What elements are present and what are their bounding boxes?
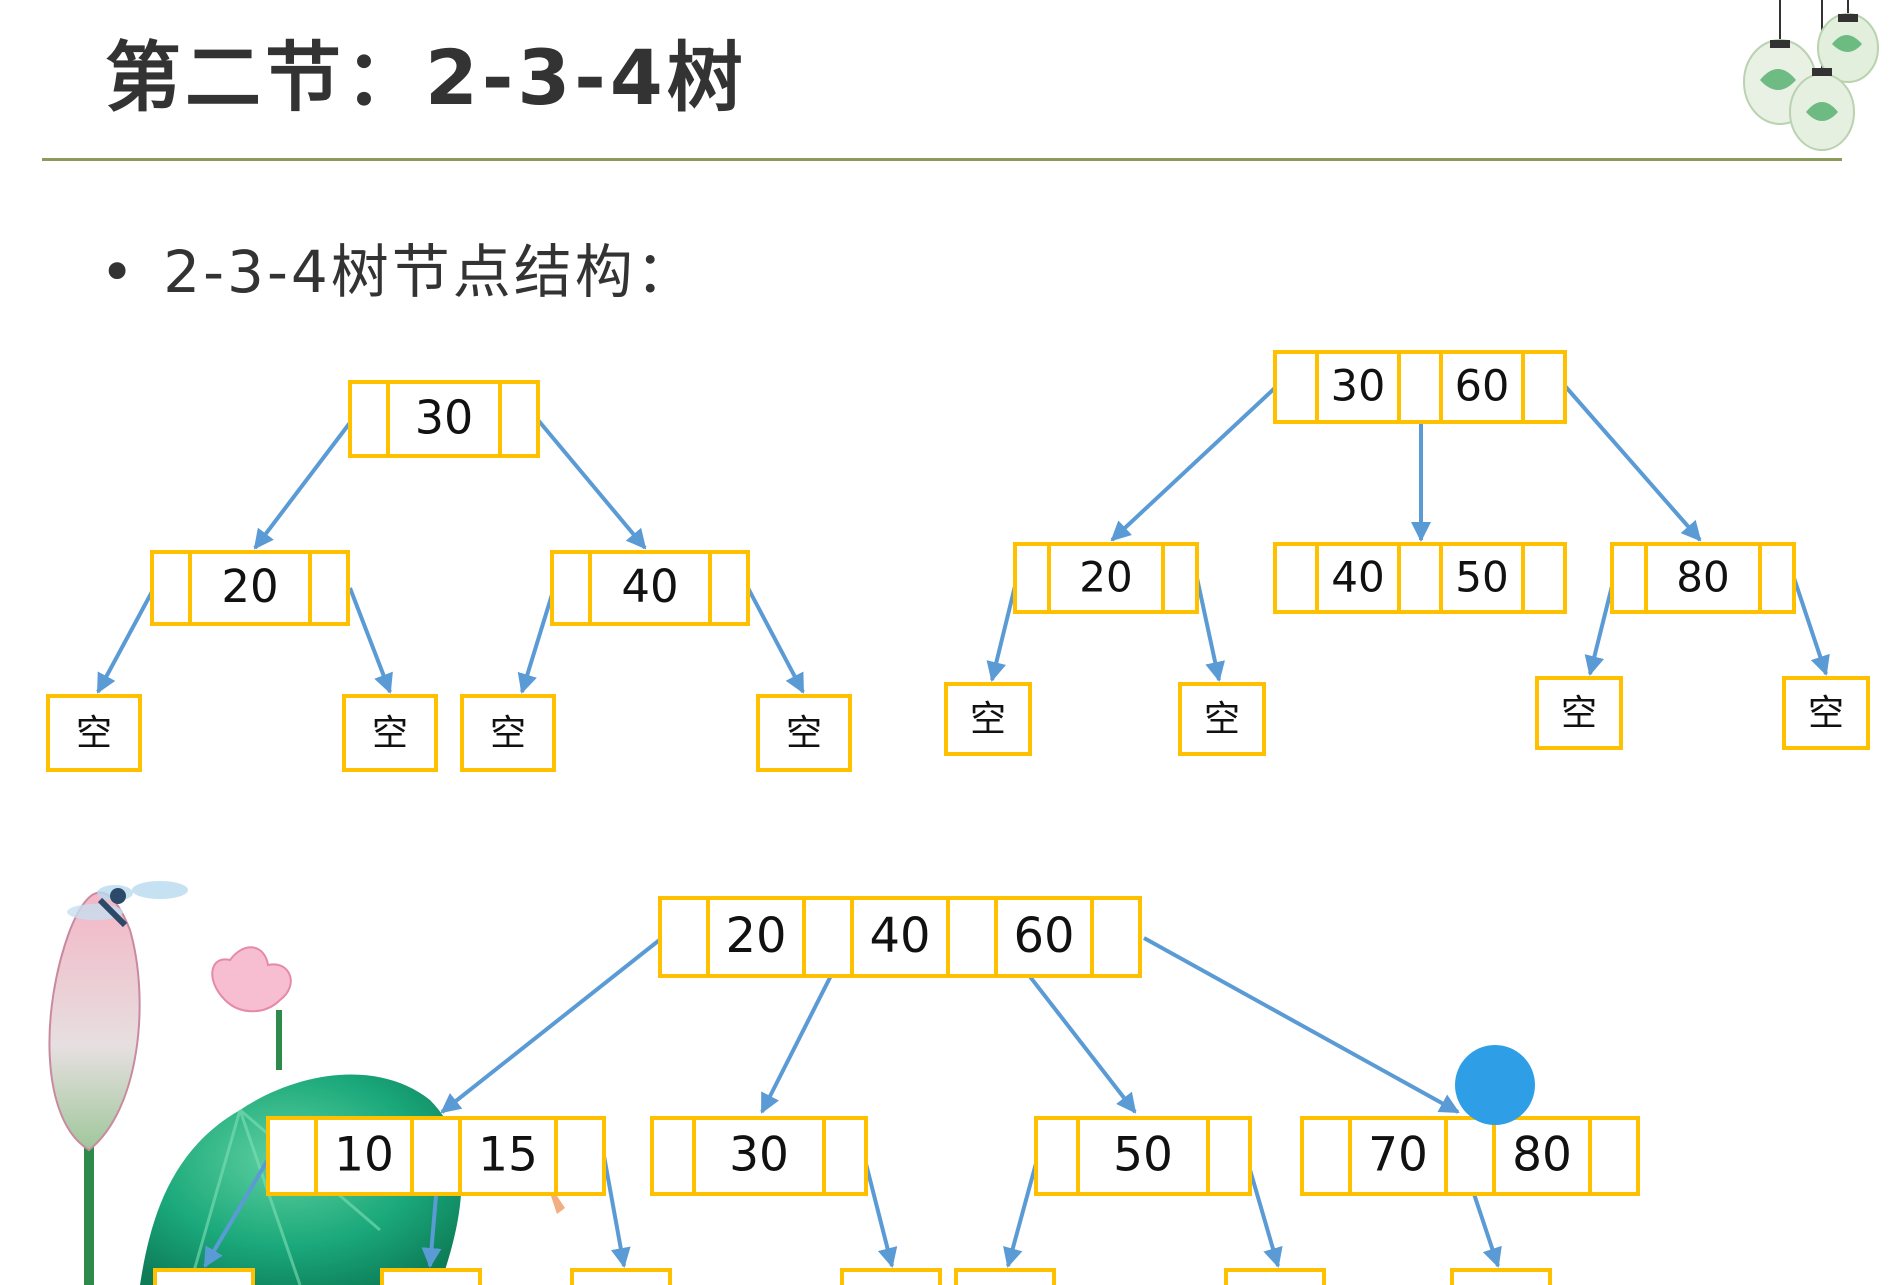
tree-nodes: 30 20 40 空 空 空 空 30 60 20 40 50 80 空 空 空 空 20 40 60 10 15 30 50… xyxy=(46,350,1870,1285)
node-key: 30 xyxy=(729,1128,789,1183)
tree-node: 40 xyxy=(550,550,750,626)
empty-label: 空 xyxy=(1561,693,1597,734)
empty-label: 空 xyxy=(490,713,526,754)
leaf-node-cropped xyxy=(570,1268,672,1285)
empty-label: 空 xyxy=(970,699,1006,740)
edge-arrow xyxy=(1563,384,1702,542)
leaf-node-cropped xyxy=(840,1268,942,1285)
bullet-text: 2-3-4树节点结构： xyxy=(163,238,697,306)
empty-label: 空 xyxy=(76,713,112,754)
edge-arrow xyxy=(986,577,1019,682)
node-key: 20 xyxy=(221,560,278,613)
tree-node: 20 xyxy=(150,550,350,626)
edge-arrow xyxy=(1110,384,1279,542)
edge-arrow xyxy=(440,936,664,1114)
node-key: 20 xyxy=(1079,553,1132,602)
node-key: 30 xyxy=(415,391,474,445)
lotus-icon xyxy=(48,891,462,1285)
node-key: 40 xyxy=(869,908,930,964)
lantern-icon xyxy=(1743,0,1879,151)
tree-node: 80 xyxy=(1610,542,1796,614)
edge-arrow xyxy=(253,418,354,550)
leaf-node-cropped xyxy=(1450,1268,1552,1285)
node-key: 30 xyxy=(1331,362,1386,412)
slide-title: 第二节：2-3-4树 xyxy=(105,33,747,122)
node-key: 15 xyxy=(478,1128,538,1183)
leaf-node-cropped xyxy=(380,1268,482,1285)
tree-node: 50 xyxy=(1034,1116,1252,1196)
blue-dot xyxy=(1455,1045,1535,1125)
node-key: 60 xyxy=(1013,908,1074,964)
empty-leaf: 空 xyxy=(46,694,142,772)
empty-label: 空 xyxy=(1204,699,1240,740)
tree-node: 40 50 xyxy=(1273,542,1567,614)
leaf-node-cropped xyxy=(153,1268,255,1285)
tree-node: 30 60 xyxy=(1273,350,1567,424)
tree-node: 10 15 xyxy=(266,1116,606,1196)
edge-arrow xyxy=(536,418,647,550)
edge-arrow xyxy=(1003,1155,1040,1268)
node-key: 20 xyxy=(725,908,786,964)
edge-arrow xyxy=(517,587,556,694)
edge-arrow xyxy=(1195,577,1225,682)
node-key: 70 xyxy=(1368,1128,1428,1183)
node-key: 80 xyxy=(1512,1128,1572,1183)
edge-arrow xyxy=(862,1155,898,1268)
edge-arrow xyxy=(203,1154,272,1268)
node-key: 10 xyxy=(334,1128,394,1183)
empty-leaf: 空 xyxy=(756,694,852,772)
edge-arrow xyxy=(96,587,156,694)
node-key: 40 xyxy=(1331,553,1384,602)
empty-label: 空 xyxy=(372,713,408,754)
dragonfly-icon xyxy=(67,881,188,928)
tree-node: 20 40 60 xyxy=(658,896,1142,978)
tree-node: 30 xyxy=(650,1116,868,1196)
empty-leaf: 空 xyxy=(944,682,1032,756)
edge-arrow xyxy=(746,587,805,694)
tree-node: 70 80 xyxy=(1300,1116,1640,1196)
title-divider xyxy=(42,158,1842,161)
empty-label: 空 xyxy=(786,713,822,754)
node-key: 60 xyxy=(1455,362,1510,412)
edge-arrow xyxy=(1792,577,1830,676)
node-key: 40 xyxy=(621,560,678,613)
empty-leaf: 空 xyxy=(1535,676,1623,750)
empty-leaf: 空 xyxy=(342,694,438,772)
edge-arrow xyxy=(348,587,393,694)
empty-label: 空 xyxy=(1808,693,1844,734)
empty-leaf: 空 xyxy=(460,694,556,772)
bullet-dot-icon: • xyxy=(100,238,138,306)
edge-arrow xyxy=(602,1155,631,1268)
node-key: 50 xyxy=(1113,1128,1173,1183)
leaf-node-cropped xyxy=(954,1268,1056,1285)
node-key: 50 xyxy=(1455,553,1508,602)
tree-node: 30 xyxy=(348,380,540,458)
tree-node: 20 xyxy=(1013,542,1199,614)
leaf-node-cropped xyxy=(1224,1268,1326,1285)
empty-leaf: 空 xyxy=(1178,682,1266,756)
node-key: 80 xyxy=(1676,553,1729,602)
edge-arrow xyxy=(1143,936,1460,1114)
bullet-item: • 2-3-4树节点结构： xyxy=(100,232,697,312)
empty-leaf: 空 xyxy=(1782,676,1870,750)
